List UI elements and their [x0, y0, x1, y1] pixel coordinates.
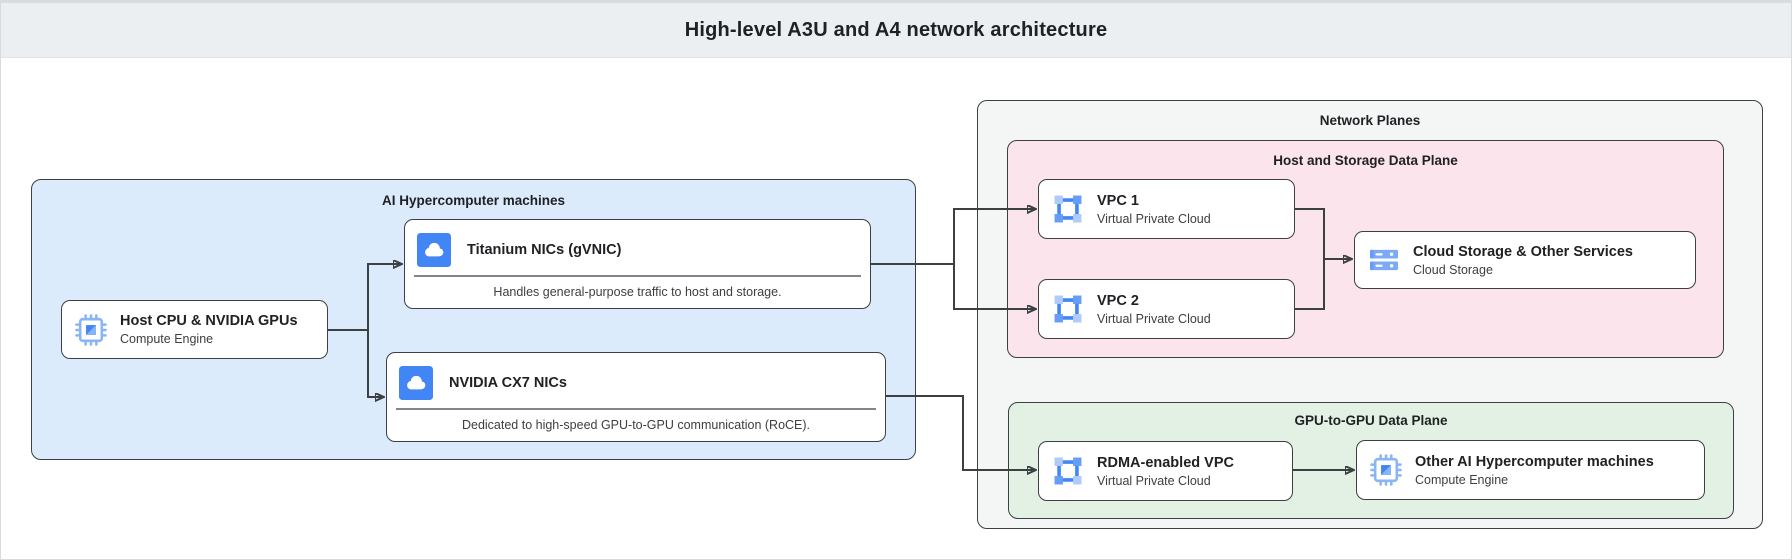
group-label-machines: AI Hypercomputer machines — [381, 193, 566, 208]
compute-engine-icon — [1370, 454, 1402, 486]
node-vpc-2: VPC 2 Virtual Private Cloud — [1038, 279, 1295, 339]
vpc-icon — [1052, 193, 1084, 225]
divider — [414, 275, 861, 277]
node-title: NVIDIA CX7 NICs — [449, 375, 567, 391]
node-subtitle: Cloud Storage — [1413, 262, 1493, 277]
node-vpc-1: VPC 1 Virtual Private Cloud — [1038, 179, 1295, 239]
cloud-storage-icon — [1370, 249, 1398, 271]
node-subtitle: Compute Engine — [1415, 472, 1509, 487]
node-title: Other AI Hypercomputer machines — [1415, 453, 1654, 470]
diagram-title-bar: High-level A3U and A4 network architectu… — [1, 1, 1791, 58]
node-title: RDMA-enabled VPC — [1097, 454, 1234, 471]
diagram-title: High-level A3U and A4 network architectu… — [684, 18, 1108, 41]
node-host-cpu: Host CPU & NVIDIA GPUs Compute Engine — [61, 300, 328, 359]
vpc-icon — [1052, 455, 1084, 487]
node-description: Handles general-purpose traffic to host … — [493, 284, 782, 299]
cloud-icon — [399, 366, 433, 400]
node-cloud-storage: Cloud Storage & Other Services Cloud Sto… — [1354, 231, 1696, 289]
group-label-network-planes: Network Planes — [1319, 113, 1421, 128]
node-title: Titanium NICs (gVNIC) — [467, 242, 622, 258]
node-rdma-enabled-vpc: RDMA-enabled VPC Virtual Private Cloud — [1038, 441, 1293, 501]
cloud-icon — [417, 233, 451, 267]
node-title: VPC 1 — [1097, 192, 1139, 209]
node-nvidia-cx7-nics: NVIDIA CX7 NICs Dedicated to high-speed … — [386, 352, 886, 442]
group-label-gpu-plane: GPU-to-GPU Data Plane — [1294, 413, 1448, 428]
compute-engine-icon — [75, 313, 107, 346]
node-subtitle: Virtual Private Cloud — [1097, 211, 1211, 226]
node-subtitle: Virtual Private Cloud — [1097, 311, 1211, 326]
node-description: Dedicated to high-speed GPU-to-GPU commu… — [461, 417, 811, 432]
vpc-icon — [1052, 293, 1084, 325]
node-title: VPC 2 — [1097, 292, 1139, 309]
node-title: Host CPU & NVIDIA GPUs — [120, 313, 298, 329]
node-title: Cloud Storage & Other Services — [1413, 243, 1633, 260]
node-other-ai-hypercomputer-machines: Other AI Hypercomputer machines Compute … — [1356, 440, 1705, 500]
node-subtitle: Virtual Private Cloud — [1097, 473, 1211, 488]
node-titanium-nics: Titanium NICs (gVNIC) Handles general-pu… — [404, 219, 871, 309]
divider — [396, 408, 876, 410]
node-subtitle: Compute Engine — [120, 332, 214, 346]
group-label-host-storage-plane: Host and Storage Data Plane — [1273, 153, 1458, 168]
